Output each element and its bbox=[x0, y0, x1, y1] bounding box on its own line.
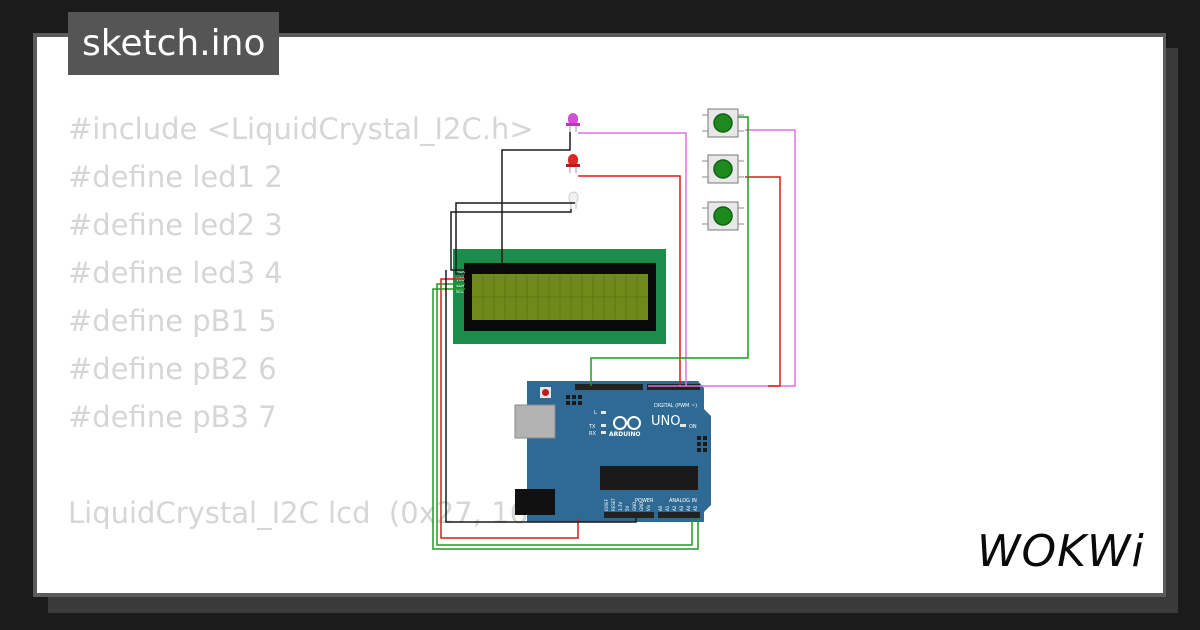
analog-label: ANALOG IN bbox=[669, 498, 697, 504]
sketch-filename-tab: sketch.ino bbox=[68, 12, 280, 75]
code-preview: #include <LiquidCrystal_I2C.h> #define le… bbox=[68, 105, 534, 593]
lcd-pin-label: SCL bbox=[456, 289, 464, 294]
power-label: POWER bbox=[635, 498, 654, 504]
lcd-character-grid bbox=[473, 275, 647, 319]
digital-header-left bbox=[575, 384, 643, 390]
wire-led2 bbox=[578, 175, 681, 386]
wokwi-logo-text: WOKWi bbox=[977, 526, 1145, 574]
code-line: #define led1 2 bbox=[68, 160, 283, 194]
lcd-pin-label: SDA bbox=[456, 283, 465, 288]
power-pin-label: IOREF bbox=[604, 498, 609, 511]
reset-button bbox=[542, 389, 549, 396]
power-pin-label: GND bbox=[632, 502, 637, 511]
power-jack bbox=[515, 489, 555, 515]
wokwi-logo: WOKWi bbox=[977, 526, 1145, 574]
analog-pin-label: A5 bbox=[693, 505, 698, 511]
lcd-module: GND VCC SDA SCL bbox=[453, 249, 666, 344]
digital-header-right bbox=[647, 384, 700, 390]
led-label-tx: TX bbox=[588, 424, 596, 430]
wire-lcd-scl bbox=[432, 288, 699, 550]
wire-lcd-gnd-board bbox=[445, 270, 637, 523]
wires bbox=[432, 116, 796, 550]
wire-lcd-vcc bbox=[440, 278, 579, 539]
analog-pin-label: A4 bbox=[686, 505, 691, 511]
on-label: ON bbox=[689, 424, 697, 430]
led-label-l: L bbox=[594, 410, 597, 416]
analog-pin-label: A0 bbox=[658, 505, 663, 511]
code-line: #define led2 3 bbox=[68, 208, 283, 242]
analog-pin-label: A2 bbox=[672, 505, 677, 511]
code-line: #define pB1 5 bbox=[68, 304, 277, 338]
push-button-2 bbox=[702, 154, 744, 184]
arduino-uno-board: UNO ARDUINO DIGITAL (PWM ~) POWER ANALOG… bbox=[514, 381, 711, 522]
analog-pin-label: A3 bbox=[679, 505, 684, 511]
code-line: #define pB3 7 bbox=[68, 400, 277, 434]
wire-lcd-gnd-b bbox=[455, 202, 575, 275]
code-line: void setup() { bbox=[68, 585, 534, 593]
atmega-chip bbox=[600, 466, 698, 490]
code-line: #include <LiquidCrystal_I2C.h> bbox=[68, 112, 534, 146]
push-button-1 bbox=[702, 108, 744, 138]
wire-led-gnd bbox=[501, 132, 571, 265]
wire-led1 bbox=[578, 132, 687, 386]
analog-header bbox=[658, 512, 700, 518]
led-white bbox=[568, 191, 579, 209]
power-pin-label: 5V bbox=[625, 505, 630, 511]
wire-button1 bbox=[648, 129, 796, 387]
power-pin-label: 3.3V bbox=[618, 502, 623, 511]
led-purple bbox=[566, 113, 580, 132]
arduino-infinity-logo bbox=[613, 416, 627, 430]
analog-pin-label: A1 bbox=[665, 505, 670, 511]
board-brand: ARDUINO bbox=[609, 431, 640, 438]
power-pin-label: RESET bbox=[611, 498, 616, 511]
usb-connector bbox=[514, 404, 556, 439]
code-line: #define led3 4 bbox=[68, 256, 283, 290]
push-button-3 bbox=[702, 201, 744, 231]
led-red bbox=[566, 154, 580, 173]
wire-button-gnd bbox=[590, 116, 749, 386]
code-line: #define pB2 6 bbox=[68, 352, 277, 386]
wire-button2 bbox=[745, 176, 781, 387]
power-pin-label: GND bbox=[639, 502, 644, 511]
digital-label: DIGITAL (PWM ~) bbox=[654, 403, 697, 409]
board-model: UNO bbox=[651, 414, 680, 429]
power-header bbox=[604, 512, 654, 518]
power-pin-label: Vin bbox=[646, 504, 651, 511]
led-label-rx: RX bbox=[589, 431, 596, 437]
